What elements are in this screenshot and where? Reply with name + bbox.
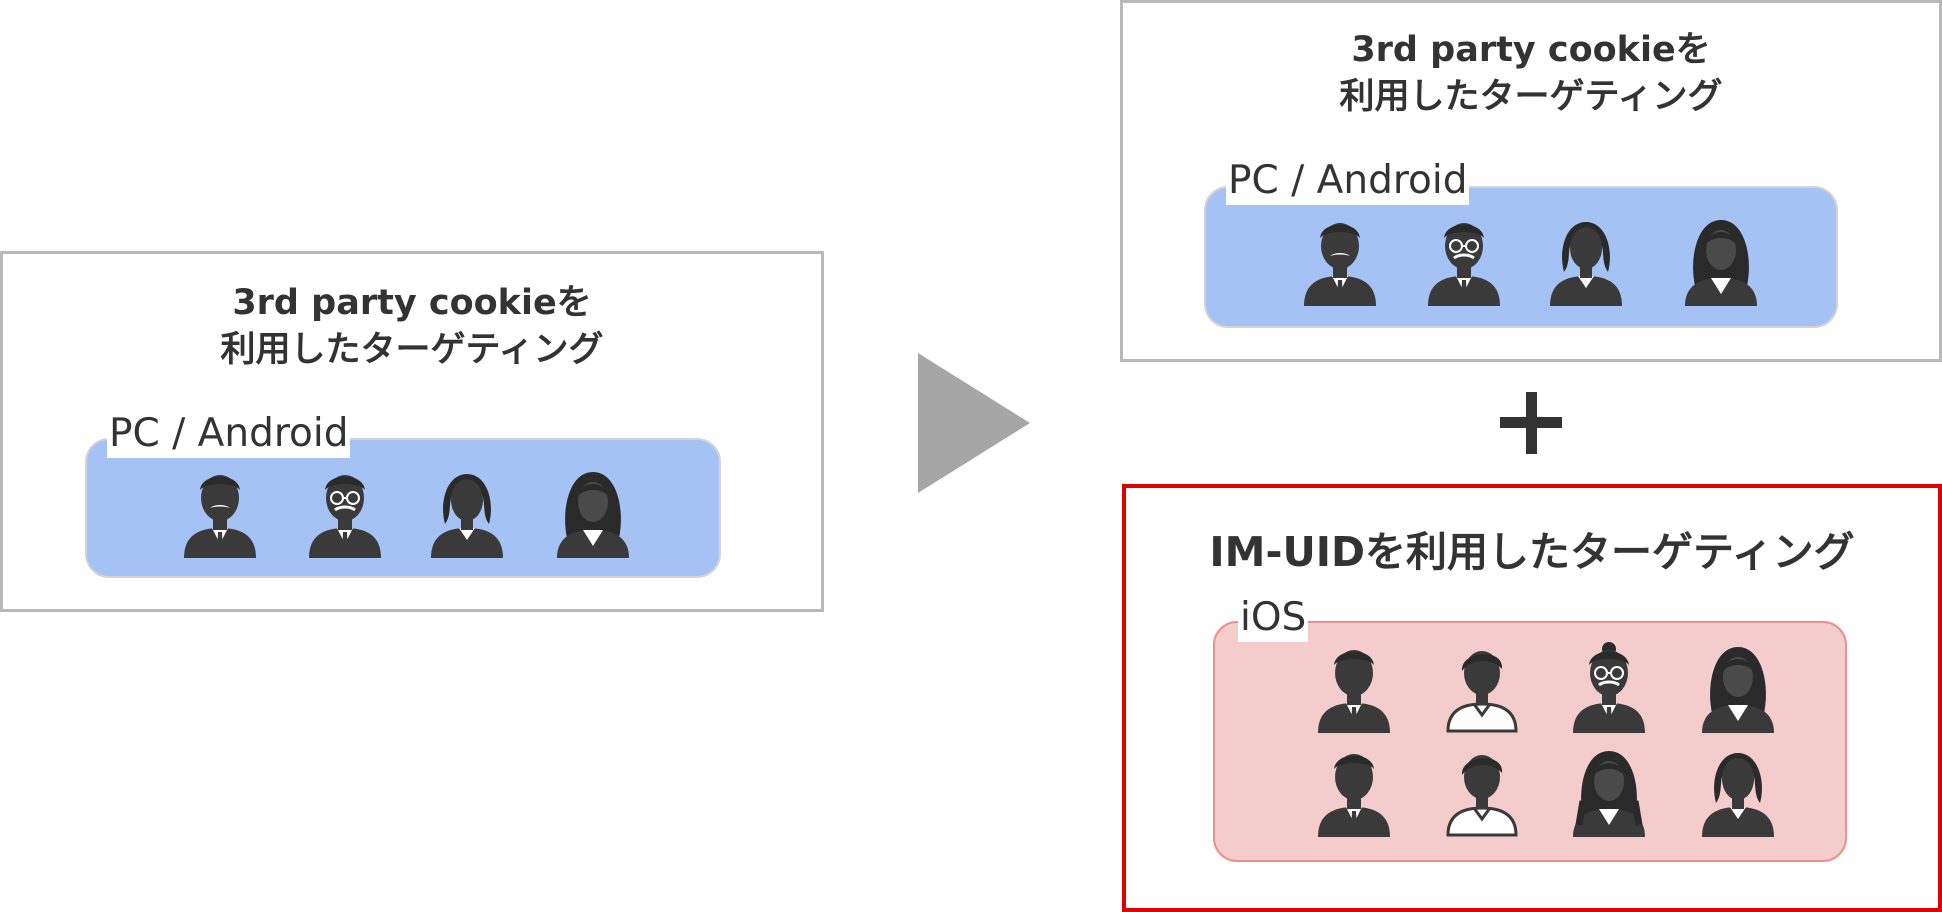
businessman-glasses-icon: [1424, 214, 1504, 306]
young-man-casual-icon: [1442, 641, 1522, 733]
young-man-suit-icon: [1314, 641, 1394, 733]
girl-braids-icon: [1569, 745, 1649, 837]
arrow-right-icon: [918, 353, 1030, 493]
woman-blouse-icon: [1698, 641, 1778, 733]
boy-casual-icon: [1442, 745, 1522, 837]
left-panel-title-line2: 利用したターゲティング: [220, 330, 604, 370]
right-top-panel: 3rd party cookieを 利用したターゲティング PC / Andro…: [1120, 0, 1942, 362]
woman-icon: [427, 466, 507, 558]
woman-icon: [1546, 214, 1626, 306]
left-group-label: PC / Android: [107, 410, 351, 458]
right-top-group-label: PC / Android: [1226, 157, 1470, 205]
right-top-panel-title-line1: 3rd party cookieを: [1351, 30, 1711, 70]
businesswoman-icon: [1681, 214, 1761, 306]
businessman-icon: [180, 466, 260, 558]
right-pc-android-group: [1204, 186, 1838, 328]
right-bottom-panel-title: IM-UIDを利用したターゲティング: [1209, 528, 1855, 576]
plus-icon: [1496, 388, 1566, 458]
ios-group: [1213, 621, 1847, 862]
boy-suit-icon: [1314, 745, 1394, 837]
right-top-panel-title-line2: 利用したターゲティング: [1339, 77, 1723, 117]
right-bottom-panel: IM-UIDを利用したターゲティング iOS: [1122, 484, 1942, 912]
left-panel-title: 3rd party cookieを 利用したターゲティング: [3, 280, 821, 374]
businesswoman-icon: [553, 466, 633, 558]
ios-group-label: iOS: [1238, 594, 1309, 642]
businessman-glasses-icon: [305, 466, 385, 558]
woman-glasses-bun-icon: [1569, 641, 1649, 733]
right-top-panel-title: 3rd party cookieを 利用したターゲティング: [1123, 27, 1939, 121]
girl-bob-icon: [1698, 745, 1778, 837]
businessman-icon: [1300, 214, 1380, 306]
left-panel-title-line1: 3rd party cookieを: [232, 283, 592, 323]
left-pc-android-group: [85, 438, 721, 578]
left-panel: 3rd party cookieを 利用したターゲティング PC / Andro…: [0, 251, 824, 612]
